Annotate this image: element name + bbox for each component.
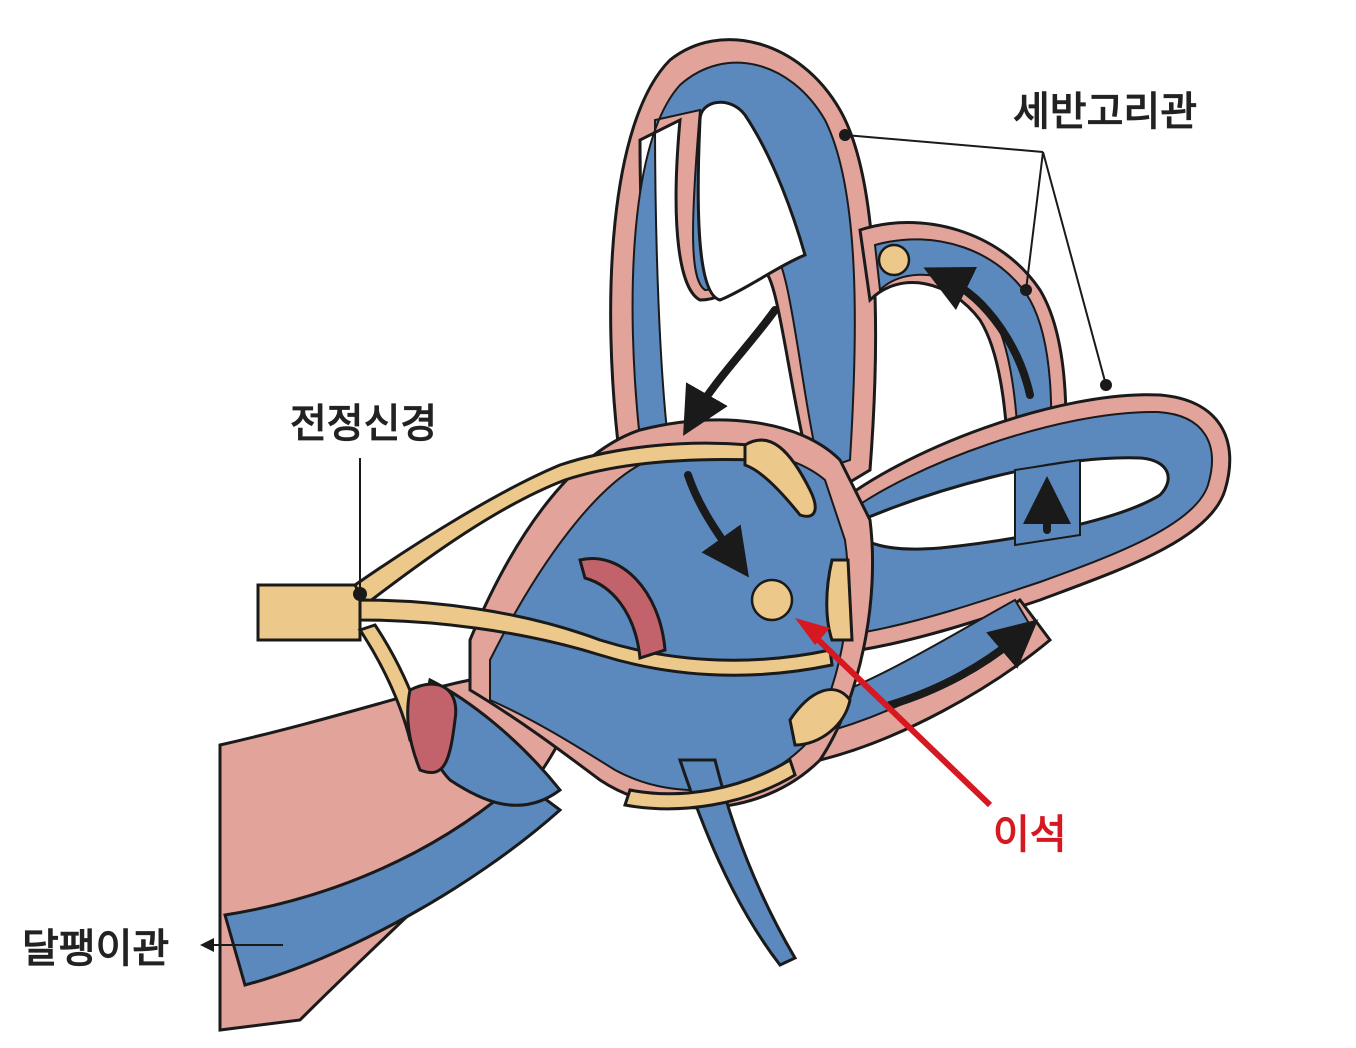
nerve-trunk: [256, 583, 362, 642]
vestibular-nerve: [256, 441, 834, 811]
flow-arrow-2: [684, 471, 749, 578]
canal-leader-3: [1042, 151, 1107, 386]
canal-dot-1: [839, 129, 851, 141]
otolith-label: 이석: [993, 812, 1067, 858]
saccule-macula: [406, 682, 458, 774]
utricle-macula: [578, 557, 667, 660]
canal-dot-3: [1100, 379, 1112, 391]
flow-arrow-1: [683, 306, 779, 436]
superior-canal-hole: [696, 100, 807, 302]
crista-top: [743, 438, 817, 518]
semicircular-canals-label: 세반고리관: [1013, 89, 1197, 135]
cochlea-pointer-head: [200, 938, 214, 952]
vestibule: [424, 418, 875, 967]
superior-canal: [609, 38, 878, 503]
otolith-canal: [877, 243, 911, 277]
horizontal-canal-hole: [847, 456, 1170, 551]
saccule-stem: [677, 758, 798, 967]
otolith-pointer-line: [805, 627, 993, 808]
crista-bottom: [788, 688, 852, 747]
cochlea: [218, 678, 563, 1032]
cochlea-label: 달팽이관: [22, 926, 169, 972]
sensory-organs: [406, 438, 854, 774]
canal-leader-1: [844, 134, 1044, 153]
canal-leaders: [844, 134, 1107, 386]
flow-arrow-5: [886, 619, 1039, 709]
vestibular-nerve-label: 전정신경: [290, 401, 437, 447]
otolith-main: [750, 578, 794, 622]
cochlea-duct: [223, 778, 563, 987]
canal-leader-2: [1025, 151, 1044, 291]
nerve-branch-middle: [358, 598, 834, 677]
otolith-pointer-head: [795, 618, 830, 645]
flow-arrow-3: [923, 267, 1034, 399]
flow-arrows: [683, 267, 1071, 709]
nerve-branch-bottom: [623, 757, 797, 811]
crista-right: [825, 558, 854, 642]
canal-dot-2: [1020, 284, 1032, 296]
